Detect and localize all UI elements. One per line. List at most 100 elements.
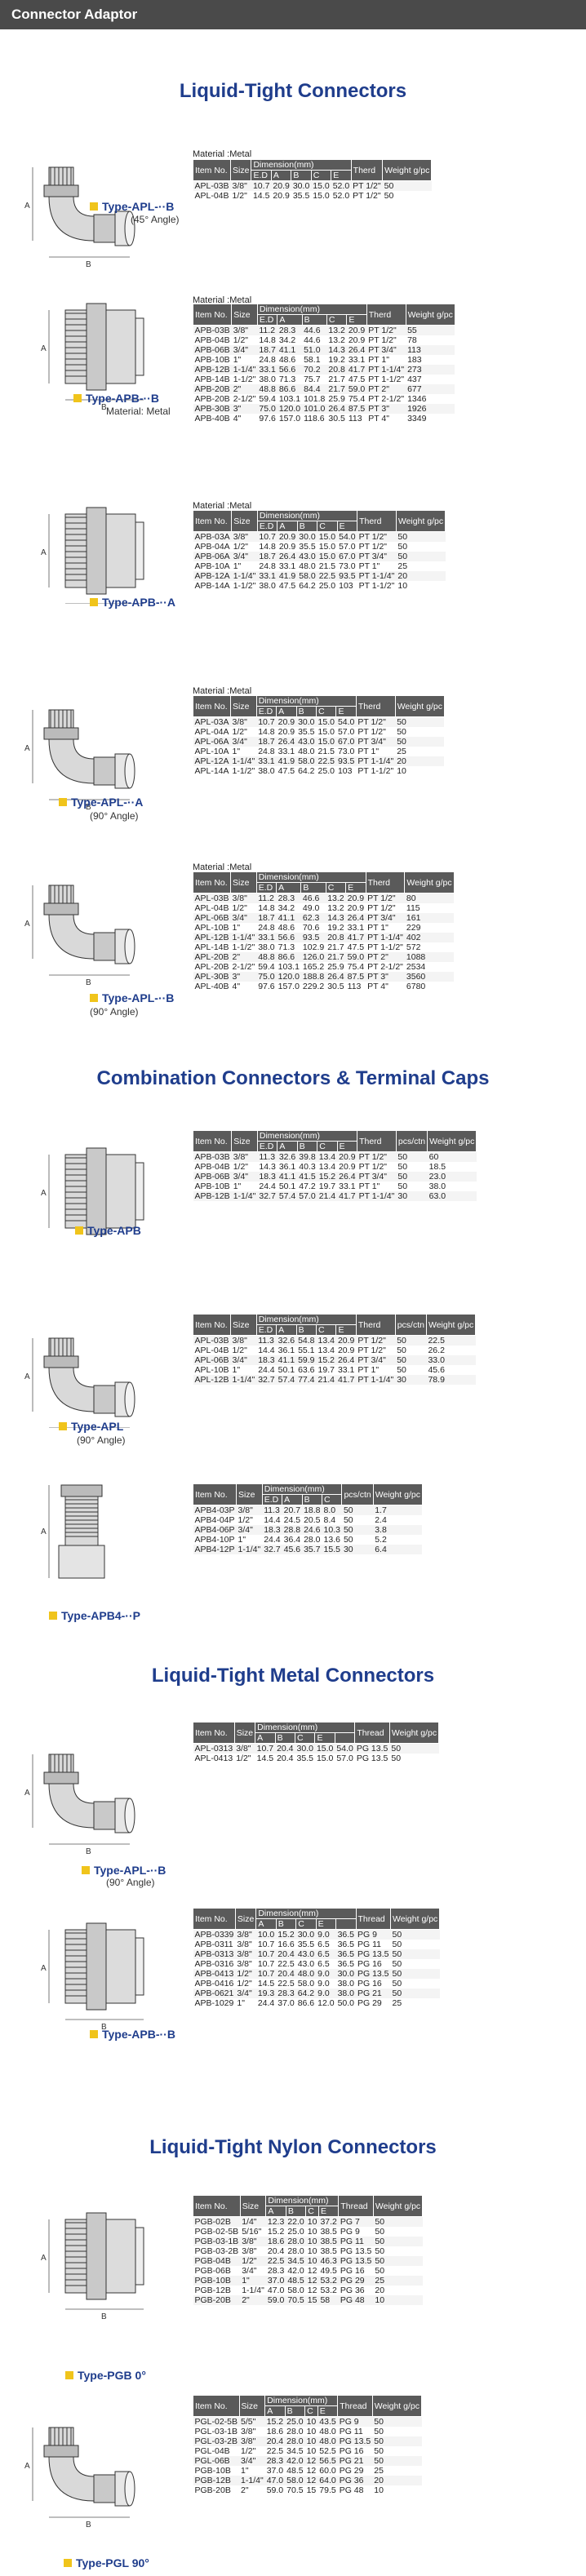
table-cell: 33.1 — [257, 365, 277, 375]
table-header: Dimension(mm) — [255, 871, 366, 883]
table-cell: 48.6 — [278, 355, 296, 365]
table-cell: 103 — [339, 581, 353, 591]
table-cell: 14.5 — [252, 191, 270, 201]
table-header: Weight g/pc — [382, 159, 433, 181]
table-cell: 57.4 — [277, 1191, 298, 1201]
table-cell: 161 — [404, 913, 455, 923]
table-cell: APL-0413 — [194, 1754, 233, 1763]
connector-drawing: AB — [41, 303, 144, 412]
table-header: Size — [230, 159, 252, 181]
table-cell: 24.4 — [257, 1998, 275, 2008]
table-cell: PT 1" — [358, 561, 380, 571]
table-cell: 25 — [397, 747, 406, 756]
table-cell: 63.6 — [298, 1365, 315, 1375]
table-cell: 30.0 — [335, 1969, 356, 1979]
table-subheader: E.D — [255, 706, 277, 717]
table-cell: APL-06B — [193, 1355, 231, 1365]
table-cell: 57.0 — [297, 1191, 317, 1201]
table-cell: 20 — [396, 571, 446, 581]
table-cell: 24.5 — [283, 1515, 301, 1525]
table-header: Dimension(mm) — [256, 510, 358, 521]
table-cell: 41.1 — [276, 913, 301, 923]
table-cell: 47.0 — [267, 2286, 285, 2295]
table-cell: 10 — [397, 766, 406, 776]
yellow-square-icon — [90, 2030, 98, 2038]
product-type-label: Type-PGB 0° — [65, 2369, 146, 2382]
table-cell: 18.7 — [256, 913, 277, 923]
table-cell: 103 — [337, 766, 353, 776]
table-cell: 15.2 — [276, 1929, 296, 1940]
table-cell: 45.6 — [428, 1365, 445, 1375]
table-cell: 54.0 — [335, 1743, 355, 1754]
table-cell: 22.5 — [265, 2256, 286, 2266]
table-cell: 47.0 — [264, 2476, 286, 2485]
table-header: Size — [231, 510, 258, 532]
table-subheader: A — [277, 1141, 298, 1152]
table-cell: 44.6 — [302, 325, 327, 335]
table-cell: 50 — [397, 1162, 408, 1172]
table-cell: 113 — [347, 982, 362, 991]
table-cell: 25 — [373, 2276, 423, 2286]
dim-label-a: A — [24, 920, 30, 929]
table-header: Item No. — [193, 2195, 241, 2217]
table-subheader: A — [282, 1494, 303, 1505]
table-cell: 54.8 — [296, 1335, 317, 1346]
table-cell: 3/8" — [241, 2427, 256, 2436]
table-cell: 2.4 — [375, 1515, 387, 1525]
product-type-text: Type-APB-··B — [102, 2028, 175, 2041]
table-cell: 33.1 — [256, 933, 277, 942]
table-cell: 48.8 — [257, 384, 277, 394]
product-type-text: Type-PGB 0° — [78, 2369, 146, 2382]
connector-svg: AB — [24, 885, 135, 987]
table-cell: 20.9 — [346, 325, 367, 335]
table-cell: APB-0316 — [194, 1959, 234, 1969]
table-header: Therd — [350, 159, 384, 181]
table-cell: 15.0 — [316, 716, 336, 727]
table-header: Weight g/pc — [405, 304, 455, 326]
table-cell: APL-04A — [194, 727, 229, 737]
table-cell: PT 3/4" — [366, 913, 405, 923]
table-subheader: C — [295, 1918, 317, 1930]
table-cell: PG 48 — [339, 2485, 364, 2495]
table-cell: 56.5 — [317, 2456, 338, 2466]
table-subheader: E — [345, 882, 366, 893]
table-cell: APL-14A — [194, 766, 229, 776]
dim-label-b: B — [101, 403, 107, 412]
table-cell: 52.0 — [331, 180, 352, 191]
table-cell: 3/8" — [231, 531, 258, 542]
table-cell: PG 29 — [339, 2466, 364, 2476]
table-cell: 15.0 — [316, 1754, 334, 1763]
table-cell: 20 — [375, 2286, 385, 2295]
table-cell: PGB-03-2B — [194, 2246, 239, 2256]
table-cell: 24.4 — [259, 1182, 276, 1191]
table-cell: PG 13.5 — [354, 1743, 390, 1754]
table-cell: 1/2" — [232, 727, 247, 737]
table-header: Item No. — [193, 1722, 235, 1744]
table-cell: 75.7 — [304, 375, 321, 384]
table-cell: 12 — [304, 2456, 318, 2466]
table-cell: 1/2" — [233, 335, 249, 345]
table-cell: 35.5 — [297, 1940, 315, 1949]
table-cell: 50 — [375, 2227, 385, 2237]
table-cell: 3/8" — [237, 1940, 252, 1949]
table-cell: 3349 — [407, 414, 427, 423]
table-cell: PT 2" — [366, 384, 406, 394]
table-cell: 40.3 — [299, 1162, 316, 1172]
table-cell: 50 — [395, 1355, 427, 1365]
table-header: Item No. — [192, 304, 233, 326]
table-cell: 19.2 — [328, 355, 345, 365]
table-cell: 28.3 — [276, 893, 301, 903]
table-cell: 10 — [373, 2295, 423, 2305]
table-subheader — [335, 1918, 357, 1930]
material-label: Material :Metal — [193, 149, 252, 159]
table-cell: 13.4 — [316, 1335, 336, 1346]
material-label: Material :Metal — [193, 862, 252, 872]
